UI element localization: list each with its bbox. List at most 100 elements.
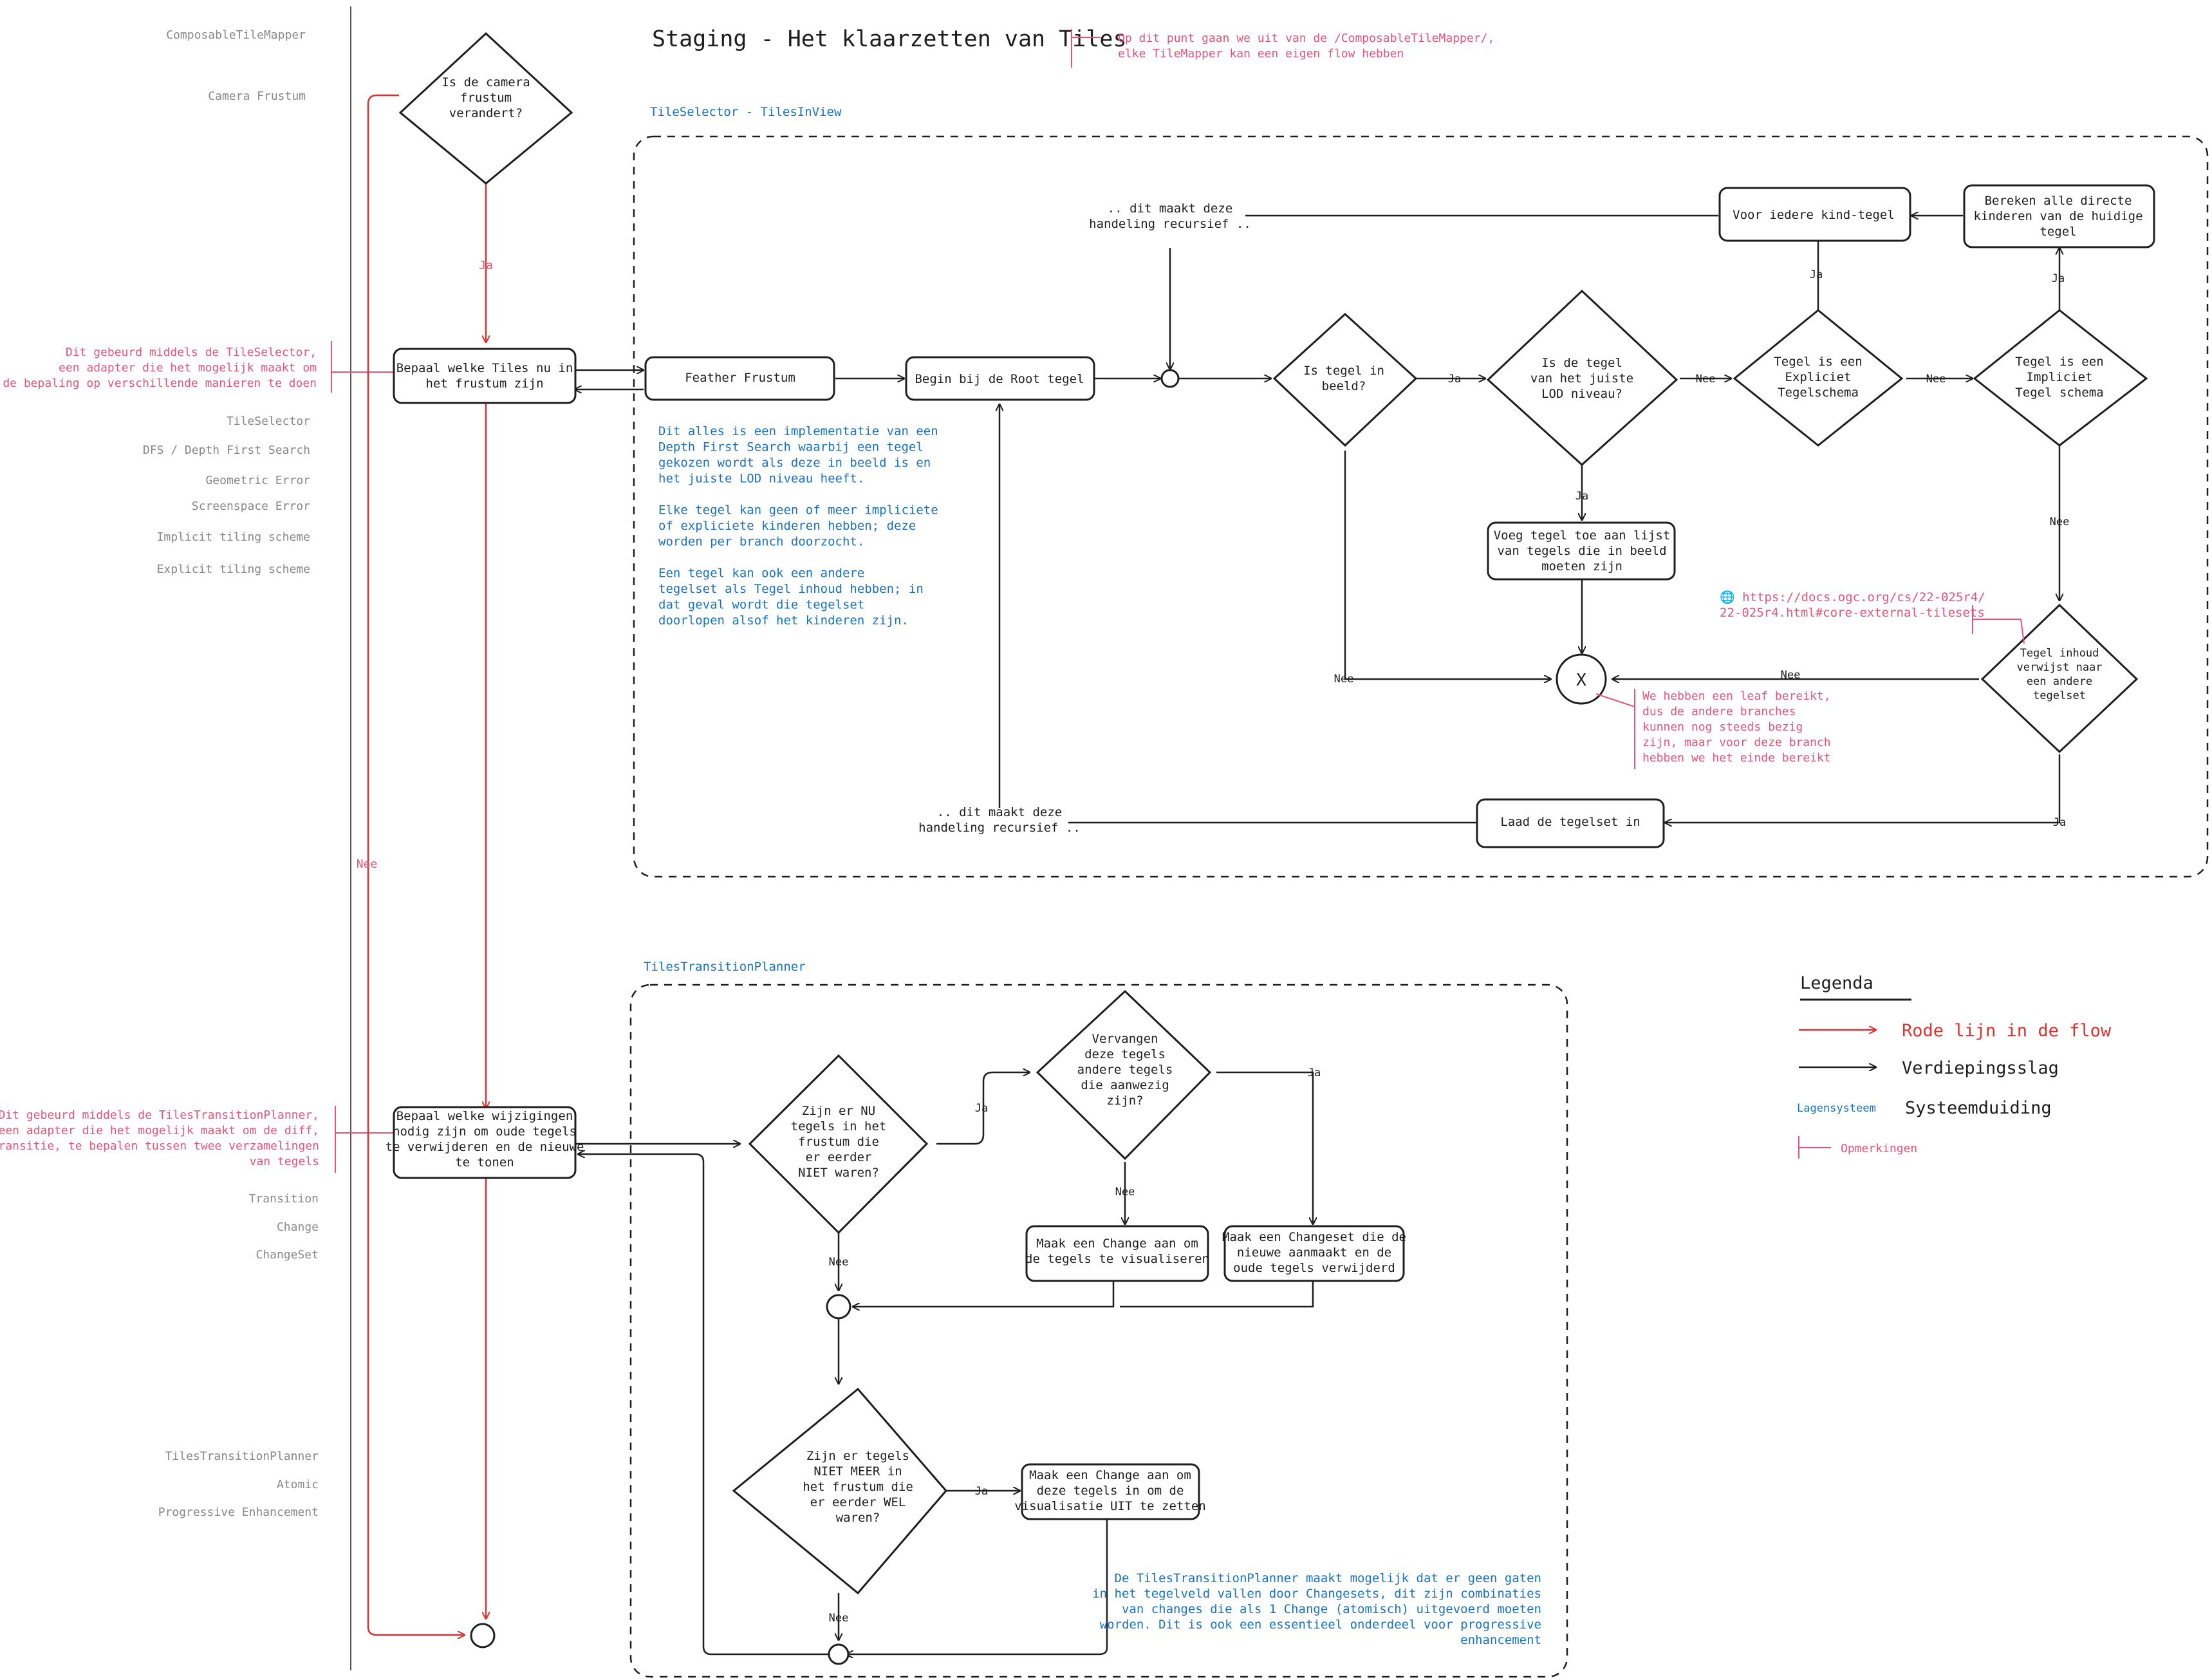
text-line: verandert? [449,106,523,120]
text-line: Zijn er NU [802,1104,875,1118]
text-line: tegels in het [791,1119,887,1134]
text-line: Expliciet [1785,370,1852,384]
sidebar-layer-item: TilesTransitionPlanner [165,1450,319,1463]
text-line: NIET MEER in [813,1464,902,1479]
edge-replace-yes [1216,1071,1313,1224]
note-link-connector-2 [2020,619,2025,644]
edge-newtiles-yes [936,1072,1030,1145]
text-line: het juiste LOD niveau heeft. [658,472,864,486]
svg-text:Voor iedere kind-tegel: Voor iedere kind-tegel [1733,208,1895,222]
text-line: Is tegel in [1303,364,1384,378]
node-make-change-hide: Maak een Change aan om deze tegels in om … [1014,1463,1206,1520]
note-leaf: We hebben een leaf bereikt,dus de andere… [1642,689,1831,765]
text-line: kunnen nog steeds bezig [1642,720,1803,734]
svg-text:X: X [1576,671,1586,690]
label-replace-no: Nee [1115,1186,1135,1199]
node-end-x: X [1556,653,1607,705]
text-line: van het juiste [1530,371,1633,386]
sidebar-layer-item: Transition [249,1192,319,1206]
text-line: De TilesTransitionPlanner maakt mogelijk… [1115,1571,1541,1585]
edge-external-yes [1665,754,2061,823]
sidebar-layers-bottom: TilesTransitionPlannerAtomicProgressive … [158,1450,319,1519]
text-line: Zijn er tegels [806,1449,909,1463]
edge-return-to-changes [578,1154,832,1656]
remark-tileselector: Dit gebeurd middels de TileSelector, een … [3,346,317,390]
legend-deepening: Verdiepingsslag [1902,1058,2059,1078]
text-line: beeld? [1322,379,1366,393]
text-line: tegelset als Tegel inhoud hebben; in [658,582,924,596]
label-implicit-yes: Ja [2052,272,2065,285]
label-removed-no: Nee [829,1612,849,1625]
text-line: de bepaling op verschillende manieren te… [3,377,317,390]
text-line: Is de camera [441,75,530,89]
svg-text:Begin bij de Root tegel: Begin bij de Root tegel [915,372,1084,386]
text-line: 22-025r4.html#core-external-tilesets [1720,606,1985,620]
text-line: zijn? [1106,1094,1143,1108]
sidebar-layer-item: Geometric Error [205,474,310,487]
text-line: de tegels te visualiseren [1025,1252,1209,1266]
text-line: zijn, maar voor deze branch [1642,736,1831,749]
text-line: Bereken alle directe [1985,194,2132,208]
label-newtiles-yes: Ja [975,1102,988,1115]
text-line: Dit gebeurd middels de TileSelector, [66,346,317,359]
sidebar-layer-item: ChangeSet [256,1248,319,1262]
text-line: visualisatie UIT te zetten [1014,1499,1205,1513]
text-line: een adapter die het mogelijk maakt om [59,361,317,375]
svg-text:Laad de tegelset in: Laad de tegelset in [1500,815,1640,829]
group-planner-label: TilesTransitionPlanner [644,960,806,974]
text-line: een andere [2027,675,2092,688]
text-line: kinderen van de huidige [1973,209,2142,223]
label-external-yes: Ja [2053,816,2066,829]
text-line: enhancement [1460,1633,1541,1647]
text-line: Bepaal welke Tiles nu in [396,361,573,375]
text-line: Tegel schema [2015,386,2103,400]
text-line: deze tegels [1084,1047,1166,1061]
text-line: er eerder WEL [810,1495,906,1509]
text-line: frustum die [798,1135,879,1149]
text-line: Vervangen [1092,1032,1158,1046]
text-line: waren? [836,1511,880,1525]
text-line: dat geval wordt die tegelset [658,598,864,612]
text-line: Maak een Change aan om [1029,1468,1191,1482]
sidebar-layer-item: Atomic [277,1478,319,1491]
svg-text:Feather Frustum: Feather Frustum [685,371,795,385]
edge-changeset-to-join [1120,1281,1314,1308]
text-line: .. dit maakt deze [1108,201,1232,216]
text-line: of transitie, te bepalen tussen twee ver… [0,1139,319,1153]
text-line: verwijst naar [2016,661,2102,674]
text-line: Tegel is een [2015,355,2103,369]
text-line: deze tegels in om de [1037,1484,1184,1498]
label-explicit-no: Nee [1926,373,1946,386]
text-line: moeten zijn [1541,559,1622,574]
sidebar-layer-item: Screenspace Error [192,499,310,513]
text-line: een adapter die het mogelijk maakt om de… [0,1124,319,1137]
sidebar-layer-item: TileSelector [227,415,310,428]
text-line: 🌐 https://docs.ogc.org/cs/22-025r4/ [1720,590,1985,604]
label-explicit-yes: Ja [1810,268,1823,281]
text-line: gekozen wordt als deze in beeld is en [658,456,931,470]
edge-hide-to-end [846,1519,1108,1654]
edge-inview-no [1344,451,1551,679]
text-line: Maak een Changeset die de [1222,1230,1406,1244]
note-external-link: 🌐 https://docs.ogc.org/cs/22-025r4/22-02… [1720,590,1985,620]
text-line: Tegel inhoud [2020,647,2099,660]
title-remark: Op dit punt gaan we uit van de /Composab… [1118,32,1494,61]
